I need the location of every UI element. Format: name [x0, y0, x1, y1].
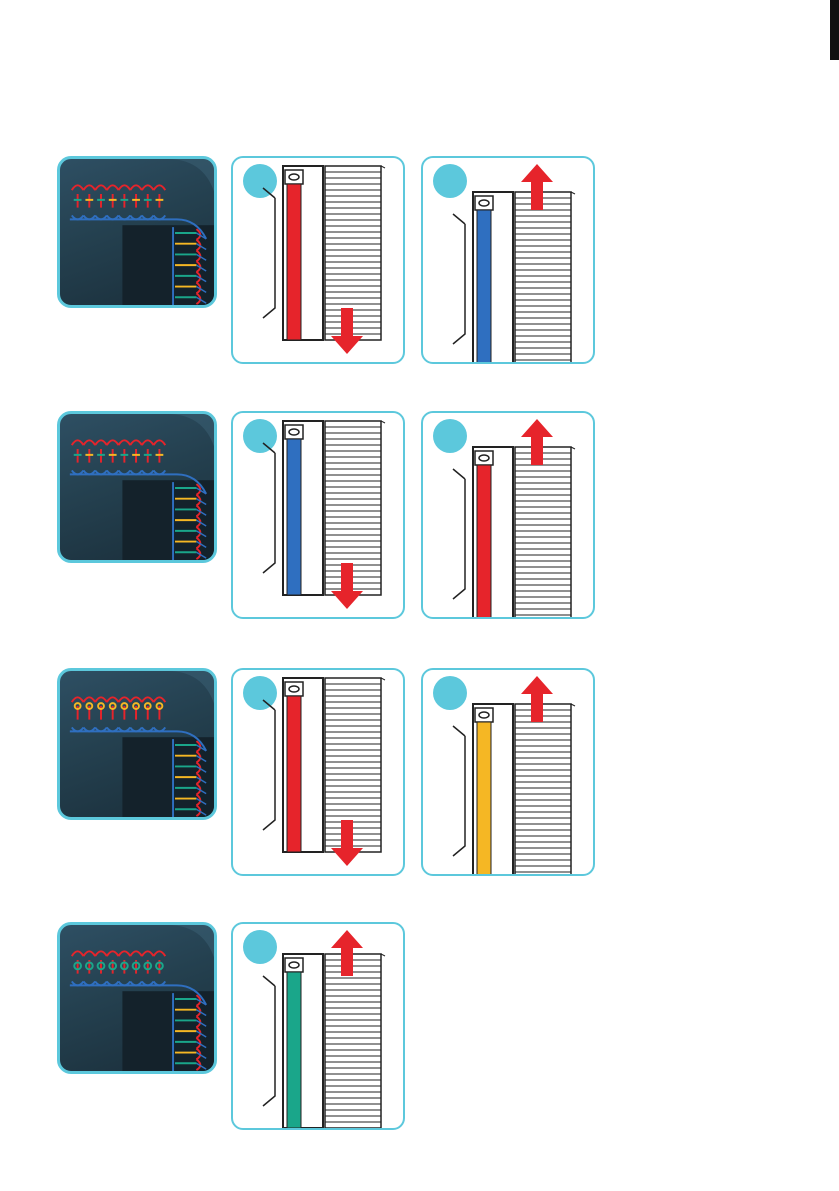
page-edge-marker — [830, 0, 839, 60]
stitch-photo-icon — [57, 156, 217, 308]
thread-color-bar — [477, 465, 491, 617]
thread-color-bar — [287, 439, 301, 595]
spool-illustration — [263, 421, 385, 595]
threading-panel-1 — [231, 411, 405, 619]
spool-illustration — [263, 166, 385, 340]
stitch-photo-icon — [57, 922, 217, 1074]
threading-panel-2 — [421, 411, 595, 619]
spool-illustration — [263, 678, 385, 852]
threading-panel-2 — [421, 668, 595, 876]
stitch-photo-icon — [57, 668, 217, 820]
fabric-shadow — [122, 737, 215, 819]
fabric-shadow — [122, 225, 215, 307]
thread-color-bar — [287, 972, 301, 1128]
thread-color-bar — [477, 210, 491, 362]
fabric-shadow — [122, 480, 215, 562]
threading-panel-2 — [421, 156, 595, 364]
fabric-shadow — [122, 991, 215, 1073]
threading-panel-1 — [231, 668, 405, 876]
spool-illustration — [453, 192, 575, 362]
threading-panel-1 — [231, 156, 405, 364]
thread-color-bar — [477, 722, 491, 874]
spool-illustration — [453, 704, 575, 874]
thread-color-bar — [287, 184, 301, 340]
stitch-photo-icon — [57, 411, 217, 563]
threading-panel-1 — [231, 922, 405, 1130]
spool-illustration — [263, 954, 385, 1128]
spool-illustration — [453, 447, 575, 617]
thread-color-bar — [287, 696, 301, 852]
